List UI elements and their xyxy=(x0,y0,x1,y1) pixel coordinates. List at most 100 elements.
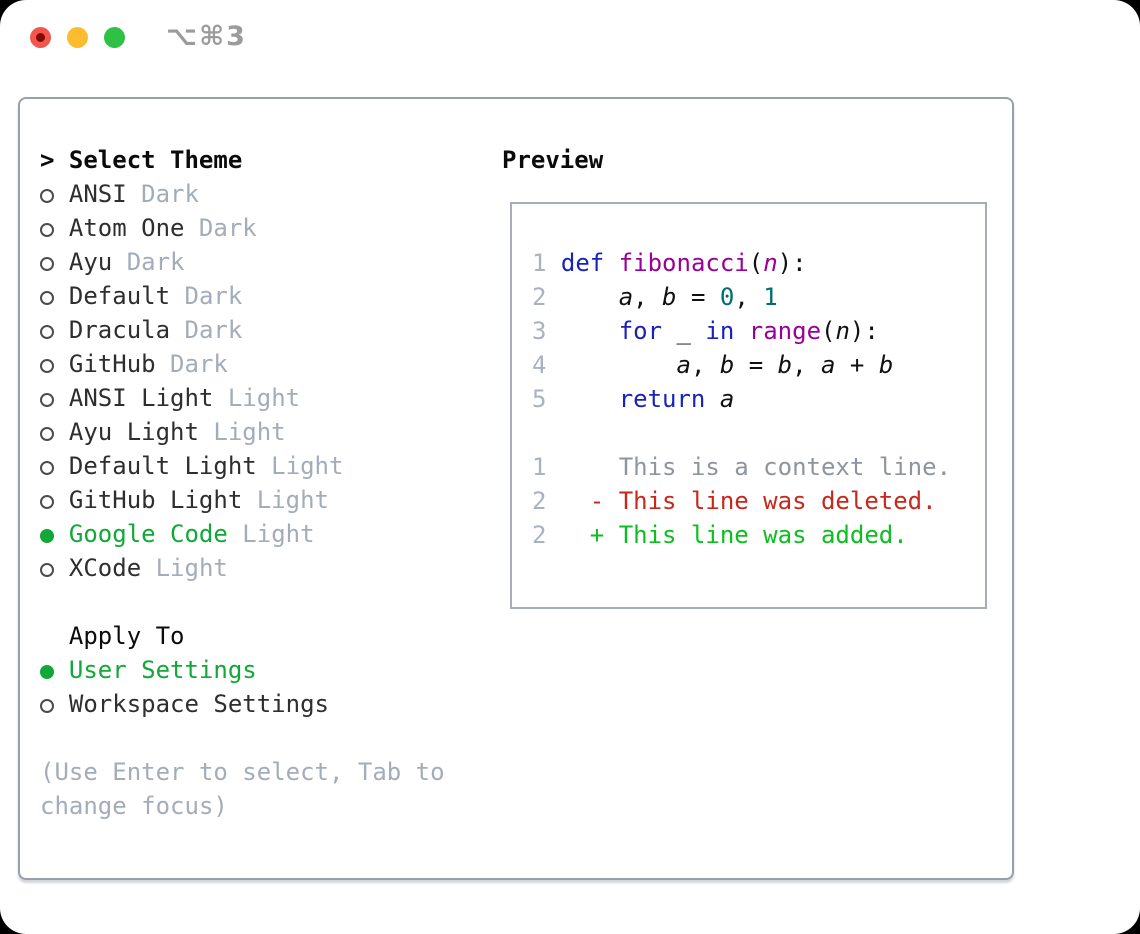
help-text: (Use Enter to select, Tab to change focu… xyxy=(40,758,460,820)
theme-option-ayu-dark[interactable]: Ayu Dark xyxy=(40,245,485,279)
theme-variant-label: Dark xyxy=(170,282,243,310)
radio-cell xyxy=(40,347,69,381)
theme-option-github-dark[interactable]: GitHub Dark xyxy=(40,347,485,381)
radio-cell xyxy=(40,687,69,721)
window-title: ⌥⌘3 xyxy=(166,21,247,52)
theme-option-xcode-light[interactable]: XCode Light xyxy=(40,551,485,585)
option-label: Dracula xyxy=(68,316,171,344)
radio-unselected-icon xyxy=(40,223,54,237)
theme-option-ansi-light-light[interactable]: ANSI Light Light xyxy=(40,381,485,415)
theme-option-dracula-dark[interactable]: Dracula Dark xyxy=(40,313,485,347)
apply-option-workspace-settings[interactable]: Workspace Settings xyxy=(40,687,485,721)
radio-unselected-icon xyxy=(40,461,54,475)
radio-cell xyxy=(40,211,69,245)
theme-variant-label: Light xyxy=(256,452,344,480)
radio-cell xyxy=(40,279,69,313)
radio-cell xyxy=(40,653,69,687)
zoom-button[interactable] xyxy=(104,27,125,48)
option-label: GitHub xyxy=(68,350,156,378)
radio-unselected-icon xyxy=(40,325,54,339)
diff-line-add: 2 + This line was added. xyxy=(532,518,985,552)
diff-text: + This line was added. xyxy=(560,521,908,549)
theme-option-default-dark[interactable]: Default Dark xyxy=(40,279,485,313)
theme-list-header: Select Theme xyxy=(68,146,243,174)
radio-selected-icon xyxy=(40,529,54,543)
option-label: XCode xyxy=(68,554,142,582)
radio-unselected-icon xyxy=(40,563,54,577)
radio-cell xyxy=(40,517,69,551)
line-number: 1 xyxy=(532,453,547,481)
radio-unselected-icon xyxy=(40,189,54,203)
option-label: GitHub Light xyxy=(68,486,243,514)
theme-variant-label: Light xyxy=(213,384,301,412)
close-button[interactable] xyxy=(30,27,51,48)
radio-cell xyxy=(40,551,69,585)
diff-preview: 1 This is a context line.2 - This line w… xyxy=(532,450,985,552)
line-number: 5 xyxy=(532,385,547,413)
theme-variant-label: Light xyxy=(141,554,228,582)
diff-line-del: 2 - This line was deleted. xyxy=(532,484,985,518)
diff-text: - This line was deleted. xyxy=(560,487,937,515)
radio-cell xyxy=(40,313,69,347)
close-button-inner-dot xyxy=(36,33,45,42)
line-number: 1 xyxy=(532,249,547,277)
radio-unselected-icon xyxy=(40,495,54,509)
preview-title: Preview xyxy=(502,146,604,174)
radio-unselected-icon xyxy=(40,291,54,305)
theme-variant-label: Light xyxy=(227,520,315,548)
theme-option-default-light-light[interactable]: Default Light Light xyxy=(40,449,485,483)
option-label: ANSI xyxy=(68,180,127,208)
diff-line-ctx: 1 This is a context line. xyxy=(532,450,985,484)
option-label: Workspace Settings xyxy=(68,690,329,718)
line-number: 3 xyxy=(532,317,547,345)
theme-option-ayu-light-light[interactable]: Ayu Light Light xyxy=(40,415,485,449)
theme-variant-label: Light xyxy=(242,486,329,514)
theme-option-github-light-light[interactable]: GitHub Light Light xyxy=(40,483,485,517)
line-number: 2 xyxy=(532,283,547,311)
theme-variant-label: Light xyxy=(198,418,286,446)
theme-variant-label: Dark xyxy=(170,316,243,344)
theme-option-ansi-dark[interactable]: ANSI Dark xyxy=(40,177,485,211)
apply-option-user-settings[interactable]: User Settings xyxy=(40,653,485,687)
option-label: Google Code xyxy=(68,520,228,548)
radio-cell xyxy=(40,177,69,211)
radio-selected-icon xyxy=(40,665,54,679)
theme-option-google-code-light[interactable]: Google Code Light xyxy=(40,517,485,551)
radio-unselected-icon xyxy=(40,699,54,713)
radio-cell xyxy=(40,483,69,517)
minimize-button[interactable] xyxy=(67,27,88,48)
theme-variant-label: Dark xyxy=(184,214,257,242)
spacer xyxy=(532,416,985,450)
spacer xyxy=(40,721,485,755)
apply-to-header: Apply To xyxy=(68,622,185,650)
option-label: User Settings xyxy=(68,656,257,684)
radio-unselected-icon xyxy=(40,257,54,271)
code-line: 3 for _ in range(n): xyxy=(532,314,985,348)
line-number: 4 xyxy=(532,351,547,379)
radio-unselected-icon xyxy=(40,427,54,441)
theme-variant-label: Dark xyxy=(155,350,228,378)
theme-variant-label: Dark xyxy=(112,248,185,276)
theme-option-atom-one-dark[interactable]: Atom One Dark xyxy=(40,211,485,245)
apply-to-header-row: Apply To xyxy=(40,619,485,653)
radio-cell xyxy=(40,381,69,415)
radio-unselected-icon xyxy=(40,393,54,407)
option-label: Default Light xyxy=(68,452,257,480)
code-line: 4 a, b = b, a + b xyxy=(532,348,985,382)
code-line: 5 return a xyxy=(532,382,985,416)
line-number: 2 xyxy=(532,521,547,549)
code-line: 2 a, b = 0, 1 xyxy=(532,280,985,314)
option-label: Default xyxy=(68,282,171,310)
radio-unselected-icon xyxy=(40,359,54,373)
theme-list-header-row: > Select Theme xyxy=(40,143,485,177)
option-label: Ayu xyxy=(68,248,113,276)
line-number: 2 xyxy=(532,487,547,515)
focus-caret-icon: > xyxy=(40,146,55,174)
